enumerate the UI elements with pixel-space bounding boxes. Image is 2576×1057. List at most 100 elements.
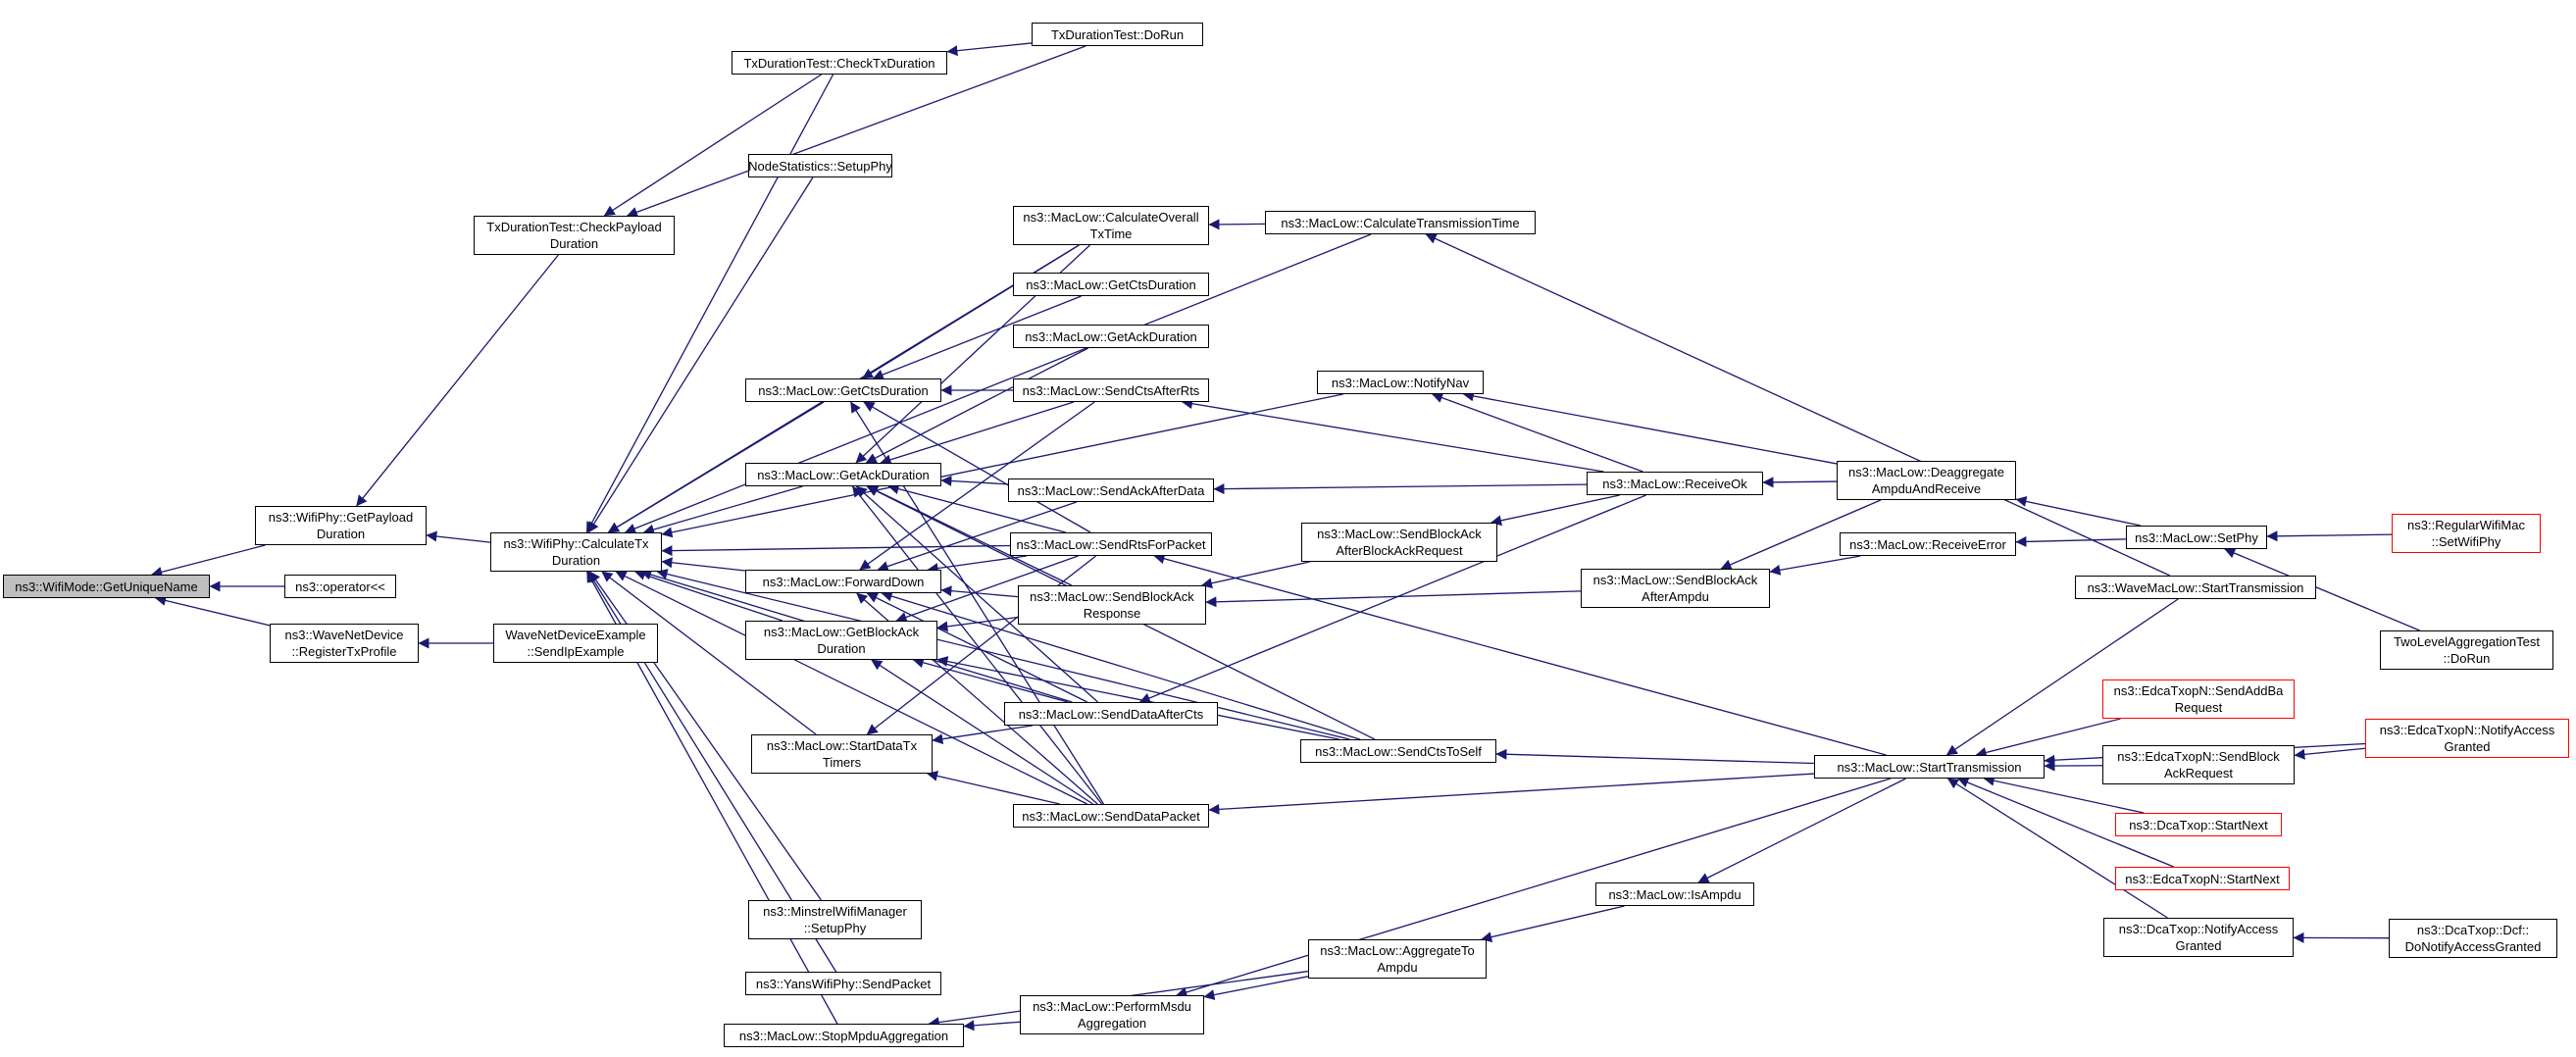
node-edca-start-next[interactable]: ns3::EdcaTxopN::StartNext bbox=[2115, 867, 2290, 890]
node-dca-notify[interactable]: ns3::DcaTxop::NotifyAccess Granted bbox=[2103, 918, 2294, 957]
edge-sendBlockAckResp-to-getAckDur bbox=[867, 485, 1073, 586]
node-tx-check-payload[interactable]: TxDurationTest::CheckPayload Duration bbox=[474, 216, 675, 255]
node-dcf-notify[interactable]: ns3::DcaTxop::Dcf:: DoNotifyAccessGrante… bbox=[2389, 919, 2557, 958]
node-aggregate-to-ampdu[interactable]: ns3::MacLow::AggregateTo Ampdu bbox=[1308, 939, 1487, 979]
node-regular-set-phy[interactable]: ns3::RegularWifiMac ::SetWifiPhy bbox=[2392, 514, 2541, 553]
edge-sendBlockAckResp-to-getBlockAck bbox=[936, 616, 1019, 632]
edge-getAckDur2-to-getAckDur bbox=[865, 347, 1089, 464]
edge-txCheckTx-to-calcTx bbox=[585, 74, 834, 533]
edge-registerTx-to-root bbox=[155, 595, 271, 627]
node-edca-notify[interactable]: ns3::EdcaTxopN::NotifyAccess Granted bbox=[2365, 719, 2569, 758]
node-node-stats[interactable]: NodeStatistics::SetupPhy bbox=[748, 154, 892, 177]
edge-sendBAAfterAmpdu-to-sendBlockAckResp bbox=[1205, 590, 1582, 608]
node-send-b-a-after-ampdu[interactable]: ns3::MacLow::SendBlockAck AfterAmpdu bbox=[1581, 569, 1770, 608]
edge-sendRtsForPacket-to-forwardDown bbox=[927, 555, 1027, 575]
node-tx-do-run[interactable]: TxDurationTest::DoRun bbox=[1032, 23, 1203, 46]
edge-calcTransTime-to-calcTx bbox=[625, 233, 1372, 534]
edge-performMsdu-to-stopMpdu bbox=[963, 1020, 1021, 1032]
edge-sendCtsToSelf-to-getBlockAck bbox=[936, 656, 1339, 740]
edge-startTransmission-to-isAmpdu bbox=[1697, 778, 1906, 883]
node-get-cts-dur[interactable]: ns3::MacLow::GetCtsDuration bbox=[745, 378, 941, 402]
edge-sendCtsToSelf-to-calcTx bbox=[656, 569, 1350, 740]
edge-regularSetPhy-to-setPhy bbox=[2266, 530, 2393, 542]
node-get-ack-dur2[interactable]: ns3::MacLow::GetAckDuration bbox=[1013, 325, 1209, 348]
node-get-payload[interactable]: ns3::WifiPhy::GetPayload Duration bbox=[255, 506, 427, 545]
edge-txCheckPayload-to-getPayload bbox=[356, 254, 559, 507]
node-tx-check-tx[interactable]: TxDurationTest::CheckTxDuration bbox=[732, 51, 947, 75]
node-calc-trans-time[interactable]: ns3::MacLow::CalculateTransmissionTime bbox=[1265, 211, 1536, 234]
edge-startTransmission-to-performMsdu bbox=[1176, 778, 1892, 998]
node-perform-msdu[interactable]: ns3::MacLow::PerformMsdu Aggregation bbox=[1020, 995, 1204, 1034]
node-receive-ok[interactable]: ns3::MacLow::ReceiveOk bbox=[1587, 472, 1763, 495]
node-two-level[interactable]: TwoLevelAggregationTest ::DoRun bbox=[2380, 630, 2553, 670]
edge-sendRtsForPacket-to-getBlockAck bbox=[895, 555, 1079, 623]
node-receive-error[interactable]: ns3::MacLow::ReceiveError bbox=[1840, 532, 2016, 556]
edge-sendAckAfterData-to-forwardDown bbox=[877, 501, 1077, 572]
edge-txDoRun-to-txCheckPayload bbox=[627, 45, 1086, 218]
node-send-b-a-after-b-a-r[interactable]: ns3::MacLow::SendBlockAck AfterBlockAckR… bbox=[1301, 523, 1497, 562]
edge-txCheckTx-to-txCheckPayload bbox=[603, 74, 822, 217]
edge-sendAddBa-to-startTransmission bbox=[1975, 718, 2121, 758]
edge-txDoRun-to-txCheckTx bbox=[946, 42, 1033, 57]
node-send-ack-after-data[interactable]: ns3::MacLow::SendAckAfterData bbox=[1008, 478, 1214, 502]
edge-deaggregate-to-notifyNav bbox=[1462, 390, 1838, 465]
edge-receiveOk-to-notifyNav bbox=[1432, 392, 1643, 473]
node-start-transmission[interactable]: ns3::MacLow::StartTransmission bbox=[1814, 755, 2045, 779]
edge-startTransmission-to-sendDataPacket bbox=[1208, 773, 1815, 815]
node-send-cts-after-rts[interactable]: ns3::MacLow::SendCtsAfterRts bbox=[1013, 378, 1209, 402]
node-send-rts-for-packet[interactable]: ns3::MacLow::SendRtsForPacket bbox=[1010, 532, 1212, 556]
node-wave-start-tx[interactable]: ns3::WaveMacLow::StartTransmission bbox=[2075, 576, 2316, 599]
node-send-block-ack-req[interactable]: ns3::EdcaTxopN::SendBlock AckRequest bbox=[2102, 745, 2295, 784]
node-send-data-packet[interactable]: ns3::MacLow::SendDataPacket bbox=[1013, 804, 1209, 828]
edge-startTransmission-to-sendRtsForPacket bbox=[1153, 553, 1887, 756]
edge-calcTransTime-to-calcOverall bbox=[1208, 219, 1266, 230]
edge-sendCtsAfterRts-to-forwardDown bbox=[859, 401, 1095, 571]
edge-sendDataAfterCts-to-forwardDown bbox=[866, 592, 1088, 703]
edge-getAckDur-to-calcTx bbox=[642, 485, 803, 535]
node-send-ip[interactable]: WaveNetDeviceExample ::SendIpExample bbox=[493, 624, 658, 663]
node-register-tx[interactable]: ns3::WaveNetDevice ::RegisterTxProfile bbox=[270, 624, 419, 663]
edge-notifyNav-to-calcTx bbox=[661, 393, 1343, 538]
node-send-block-ack-resp[interactable]: ns3::MacLow::SendBlockAck Response bbox=[1018, 585, 1206, 625]
node-minstrel[interactable]: ns3::MinstrelWifiManager ::SetupPhy bbox=[748, 900, 922, 939]
edge-sendDataPacket-to-calcTx bbox=[615, 571, 1087, 805]
edge-sendDataAfterCts-to-startDataTx bbox=[932, 725, 1033, 745]
node-forward-down[interactable]: ns3::MacLow::ForwardDown bbox=[745, 570, 941, 593]
node-calc-overall[interactable]: ns3::MacLow::CalculateOverall TxTime bbox=[1013, 206, 1209, 245]
node-is-ampdu[interactable]: ns3::MacLow::IsAmpdu bbox=[1595, 882, 1754, 906]
edge-setPhy-to-receiveError bbox=[2015, 535, 2127, 547]
edge-isAmpdu-to-aggregateToAmpdu bbox=[1481, 905, 1625, 942]
node-start-data-tx[interactable]: ns3::MacLow::StartDataTx Timers bbox=[751, 734, 933, 774]
edge-forwardDown-to-calcTx bbox=[661, 557, 746, 572]
node-stop-mpdu[interactable]: ns3::MacLow::StopMpduAggregation bbox=[724, 1024, 964, 1047]
node-send-cts-to-self[interactable]: ns3::MacLow::SendCtsToSelf bbox=[1300, 739, 1496, 763]
edge-sendDataPacket-to-startDataTx bbox=[927, 770, 1060, 805]
edge-startDataTx-to-calcTx bbox=[601, 571, 817, 735]
edge-receiveError-to-sendBAAfterAmpdu bbox=[1769, 555, 1861, 576]
node-get-ack-dur[interactable]: ns3::MacLow::GetAckDuration bbox=[745, 463, 941, 486]
node-get-cts-dur2[interactable]: ns3::MacLow::GetCtsDuration bbox=[1013, 273, 1209, 296]
edge-dcaStartNext-to-startTransmission bbox=[1983, 775, 2145, 814]
node-root[interactable]: ns3::WifiMode::GetUniqueName bbox=[3, 575, 210, 598]
node-get-block-ack[interactable]: ns3::MacLow::GetBlockAck Duration bbox=[745, 621, 937, 660]
edge-waveStartTx-to-calcTransTime bbox=[1425, 233, 2171, 577]
edge-nodeStats-to-calcTx bbox=[587, 176, 814, 533]
node-send-add-ba[interactable]: ns3::EdcaTxopN::SendAddBa Request bbox=[2102, 680, 2295, 719]
node-deaggregate[interactable]: ns3::MacLow::Deaggregate AmpduAndReceive bbox=[1837, 461, 2016, 500]
node-send-data-after-cts[interactable]: ns3::MacLow::SendDataAfterCts bbox=[1004, 702, 1218, 726]
node-yans-send[interactable]: ns3::YansWifiPhy::SendPacket bbox=[745, 972, 941, 995]
node-notify-nav[interactable]: ns3::MacLow::NotifyNav bbox=[1317, 371, 1484, 394]
node-operator[interactable]: ns3::operator<< bbox=[284, 575, 396, 598]
edge-getCtsDur2-to-getCtsDur bbox=[872, 295, 1082, 380]
edge-sendCtsAfterRts-to-getAckDur bbox=[880, 401, 1075, 466]
edge-getBlockAck-to-calcTx bbox=[634, 570, 783, 622]
node-set-phy[interactable]: ns3::MacLow::SetPhy bbox=[2126, 526, 2267, 549]
node-calc-tx[interactable]: ns3::WifiPhy::CalculateTx Duration bbox=[490, 532, 662, 572]
edge-dcaNotify-to-startTransmission bbox=[1946, 778, 2168, 919]
node-dca-start-next[interactable]: ns3::DcaTxop::StartNext bbox=[2115, 813, 2282, 836]
edge-calcTx-to-getPayload bbox=[426, 530, 491, 543]
edge-startTransmission-to-sendCtsToSelf bbox=[1495, 748, 1815, 765]
edge-deaggregate-to-receiveOk bbox=[1762, 477, 1838, 488]
edge-sendBAAfterBAR-to-sendBlockAckResp bbox=[1201, 561, 1310, 589]
